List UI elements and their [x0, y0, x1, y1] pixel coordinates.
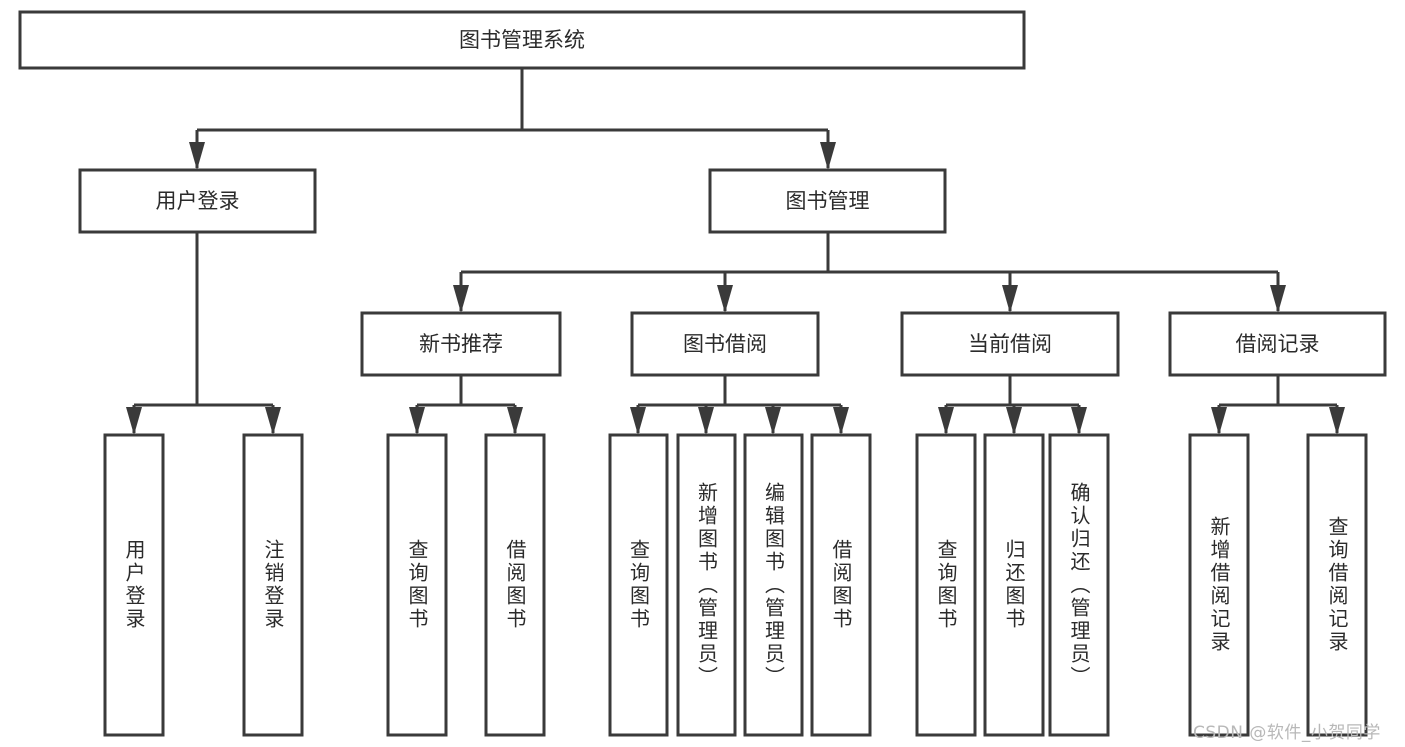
leaf-arrow-icon [126, 407, 142, 435]
level3-node-box-0[interactable] [360, 311, 562, 377]
level3-arrow-icon [1002, 285, 1018, 313]
leaf-node-box-4[interactable] [608, 433, 669, 737]
leaf-node-box-7[interactable] [810, 433, 872, 737]
level3-node-label-0: 新书推荐 [419, 332, 503, 356]
leaf-arrow-icon [698, 407, 714, 435]
watermark-text: CSDN @软件_小贺同学 [1193, 723, 1381, 743]
level2-arrow-icon [820, 142, 836, 170]
leaf-arrow-icon [1329, 407, 1345, 435]
level2-arrow-icon [189, 142, 205, 170]
level3-node-label-3: 借阅记录 [1236, 332, 1320, 356]
level3-node-box-1[interactable] [630, 311, 820, 377]
leaf-arrow-icon [833, 407, 849, 435]
leaf-node-box-8[interactable] [915, 433, 977, 737]
leaf-node-box-2[interactable] [386, 433, 448, 737]
leaf-arrow-icon [765, 407, 781, 435]
leaf-node-box-6[interactable] [743, 433, 804, 737]
root-node-label: 图书管理系统 [459, 28, 585, 52]
level2-node-label-1: 图书管理 [786, 189, 870, 213]
leaf-node-box-1[interactable] [242, 433, 304, 737]
level3-arrow-icon [453, 285, 469, 313]
leaf-arrow-icon [1006, 407, 1022, 435]
leaf-arrow-icon [1211, 407, 1227, 435]
leaf-arrow-icon [507, 407, 523, 435]
level3-node-box-2[interactable] [900, 311, 1120, 377]
leaf-node-box-3[interactable] [484, 433, 546, 737]
level2-node-box-1[interactable] [708, 168, 947, 234]
level3-node-label-2: 当前借阅 [968, 332, 1052, 356]
leaf-node-box-0[interactable] [103, 433, 165, 737]
leaf-arrow-icon [265, 407, 281, 435]
level2-node-box-0[interactable] [78, 168, 317, 234]
leaf-node-box-9[interactable] [983, 433, 1045, 737]
level2-node-label-0: 用户登录 [156, 189, 240, 213]
leaf-arrow-icon [1071, 407, 1087, 435]
leaf-arrow-icon [409, 407, 425, 435]
root-node-box[interactable] [18, 10, 1026, 70]
level3-arrow-icon [717, 285, 733, 313]
leaf-node-box-12[interactable] [1306, 433, 1368, 737]
level3-arrow-icon [1270, 285, 1286, 313]
leaf-node-box-10[interactable] [1048, 433, 1110, 737]
leaf-arrow-icon [630, 407, 646, 435]
level3-node-box-3[interactable] [1168, 311, 1387, 377]
level3-node-label-1: 图书借阅 [683, 332, 767, 356]
leaf-node-box-5[interactable] [676, 433, 737, 737]
leaf-node-box-11[interactable] [1188, 433, 1250, 737]
leaf-arrow-icon [938, 407, 954, 435]
